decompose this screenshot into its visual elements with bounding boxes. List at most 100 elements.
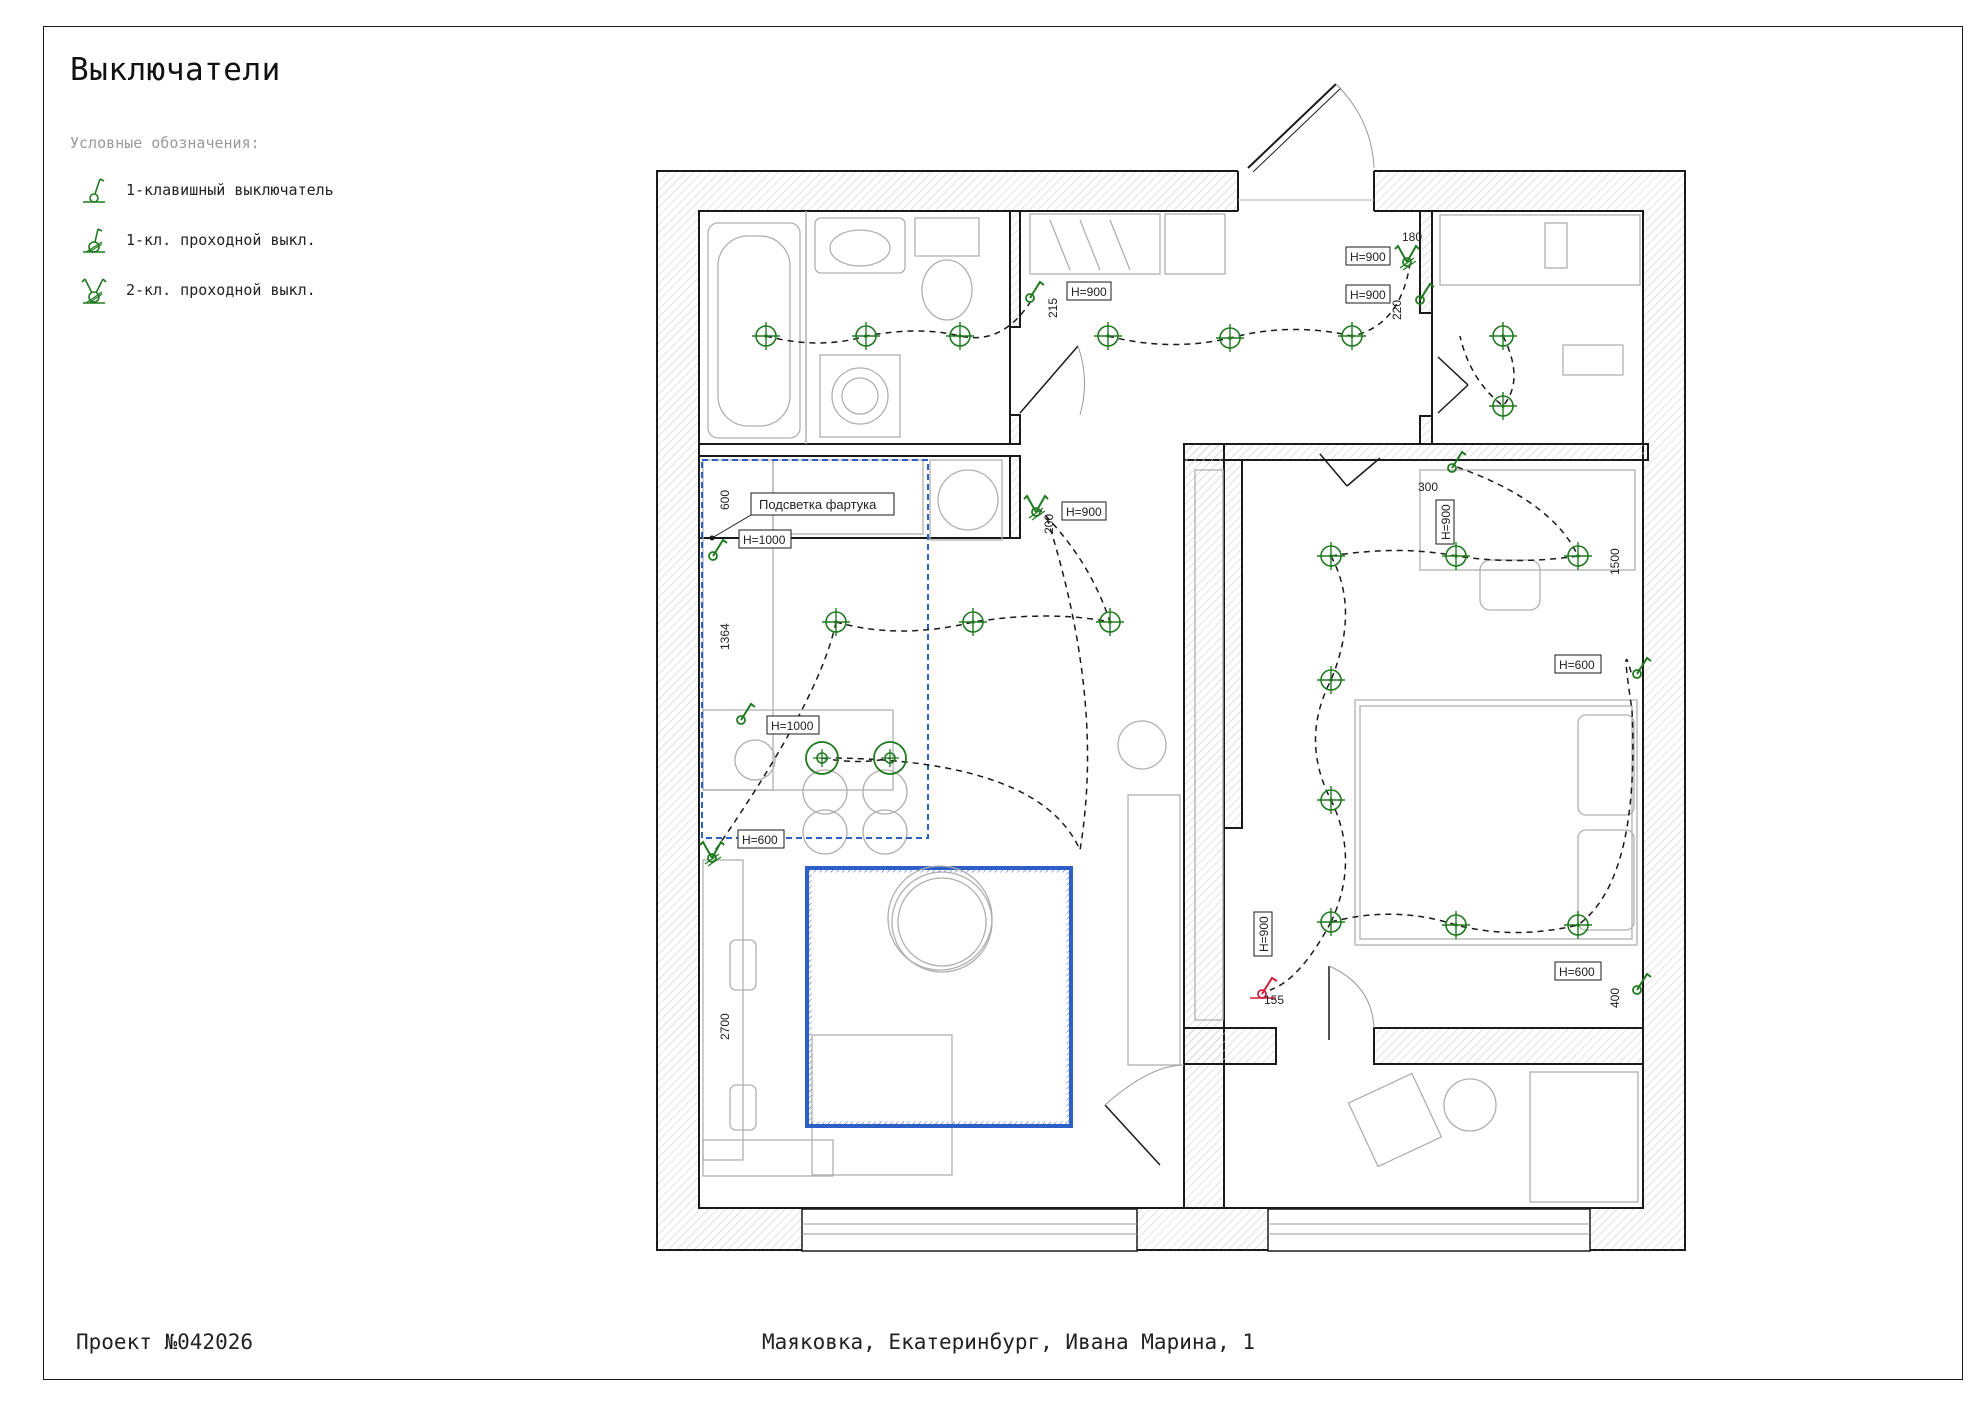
sheet-title: Выключатели (70, 52, 281, 88)
ceiling-lights (751, 321, 1593, 940)
interior-doors (1019, 345, 1469, 1166)
bedroom-wardrobe (1194, 469, 1224, 1021)
dimension-label: 155 (1264, 993, 1284, 1007)
wardrobe (1029, 213, 1161, 275)
ceiling-light-icon (851, 321, 881, 351)
kitchen-island (702, 709, 894, 791)
switch-icon (736, 703, 756, 725)
bed (1354, 699, 1638, 946)
desk-chair (1479, 559, 1541, 611)
bathroom-sink (814, 217, 906, 274)
ceiling-light-icon (1563, 541, 1593, 571)
legend-item-single-switch: 1-клавишный выключатель (78, 174, 334, 206)
height-tag: H=900 (1066, 281, 1112, 301)
dimension-label: 180 (1402, 230, 1422, 244)
svg-text:H=900: H=900 (1066, 505, 1102, 519)
svg-text:H=600: H=600 (1559, 658, 1595, 672)
svg-text:H=1000: H=1000 (743, 533, 786, 547)
height-tag: H=900 (1061, 501, 1107, 521)
legend-item-double-passthrough-switch: 2-кл. проходной выкл. (78, 274, 316, 306)
sofa-chaise (811, 1034, 953, 1176)
dimension-label: 1364 (718, 623, 732, 650)
ceiling-light-icon (945, 321, 975, 351)
shoe-rack (1164, 213, 1226, 275)
svg-text:Подсветка фартука: Подсветка фартука (759, 497, 877, 512)
plant-pot (1117, 720, 1167, 770)
height-tag: H=1000 (738, 529, 792, 549)
svg-text:H=600: H=600 (742, 833, 778, 847)
toilet-tank (914, 217, 980, 257)
entrance-door (1247, 83, 1375, 173)
dimension-label: 1500 (1608, 548, 1622, 575)
ceiling-light-icon (1316, 541, 1346, 571)
ceiling-light-icon (1316, 907, 1346, 937)
switch-icon (708, 539, 728, 561)
height-tag: H=900 (1345, 284, 1391, 304)
sofa (702, 859, 744, 1161)
wiring-lines (711, 263, 1634, 991)
ceiling-light-icon (1095, 607, 1125, 637)
height-tag: H=600 (1554, 961, 1602, 981)
dimension-label: 200 (1042, 514, 1056, 534)
height-tag: H=900 (1345, 246, 1391, 266)
balcony-daybed (1529, 1071, 1639, 1203)
height-tag: H=600 (1554, 654, 1602, 674)
interior-walls (698, 210, 1649, 1209)
svg-text:H=1000: H=1000 (771, 719, 814, 733)
storage-box (1562, 344, 1624, 376)
legend-title: Условные обозначения: (70, 134, 260, 152)
dimension-label: 220 (1390, 300, 1404, 320)
height-tag: H=1000 (766, 715, 820, 735)
balcony-chair (1347, 1072, 1443, 1168)
ceiling-light-icon (751, 321, 781, 351)
ceiling-light-icon (1316, 665, 1346, 695)
dimension-label: 400 (1608, 988, 1622, 1008)
rug-highlight (805, 865, 1073, 1128)
switches (699, 245, 1652, 999)
height-tag: H=900 (1253, 911, 1273, 957)
dimension-label: 300 (1418, 480, 1438, 494)
desk (1419, 469, 1636, 571)
svg-text:H=900: H=900 (1350, 288, 1386, 302)
legend-label: 1-клавишный выключатель (126, 181, 334, 199)
legend-label: 2-кл. проходной выкл. (126, 281, 316, 299)
legend-item-passthrough-switch: 1-кл. проходной выкл. (78, 224, 316, 256)
project-number: Проект №042026 (76, 1330, 254, 1354)
apron-backlight (701, 459, 929, 839)
fridge-outline (937, 469, 999, 531)
dimension-label: 215 (1046, 298, 1060, 318)
switch-icon (1394, 245, 1420, 271)
svg-text:H=900: H=900 (1439, 504, 1453, 540)
ceiling-light-icon (1337, 321, 1367, 351)
storage-shelf (1439, 214, 1641, 286)
tv-stand (1127, 794, 1181, 1066)
ceiling-light-icon (958, 607, 988, 637)
dimension-label: 600 (718, 490, 732, 510)
sheet-frame (43, 26, 1963, 1380)
dimension-label: 2700 (718, 1013, 732, 1040)
ceiling-light-icon (821, 607, 851, 637)
single-key-switch-icon (83, 178, 105, 203)
washing-machine (819, 354, 901, 438)
svg-text:H=900: H=900 (1071, 285, 1107, 299)
ceiling-light-icon (1215, 323, 1245, 353)
pendant-light-icon (805, 741, 839, 775)
single-key-passthrough-switch-icon (83, 228, 105, 253)
svg-text:H=600: H=600 (1559, 965, 1595, 979)
height-tag: H=600 (737, 829, 785, 849)
ceiling-light-icon (1441, 910, 1471, 940)
height-tag: H=900 (1435, 499, 1455, 545)
switch-icon (1025, 281, 1045, 303)
bathtub (707, 222, 801, 439)
round-table (891, 871, 993, 973)
balcony-table (1443, 1078, 1497, 1132)
dimension-labels: 180 215 220 600 200 300 1500 1364 2700 1… (718, 230, 1622, 1040)
ceiling-light-icon (1488, 391, 1518, 421)
svg-text:H=900: H=900 (1350, 250, 1386, 264)
apron-light-callout: Подсветка фартука (709, 492, 895, 541)
legend-label: 1-кл. проходной выкл. (126, 231, 316, 249)
double-key-passthrough-switch-icon (81, 278, 107, 304)
ceiling-light-icon (1093, 321, 1123, 351)
ceiling-light-icon (1488, 321, 1518, 351)
